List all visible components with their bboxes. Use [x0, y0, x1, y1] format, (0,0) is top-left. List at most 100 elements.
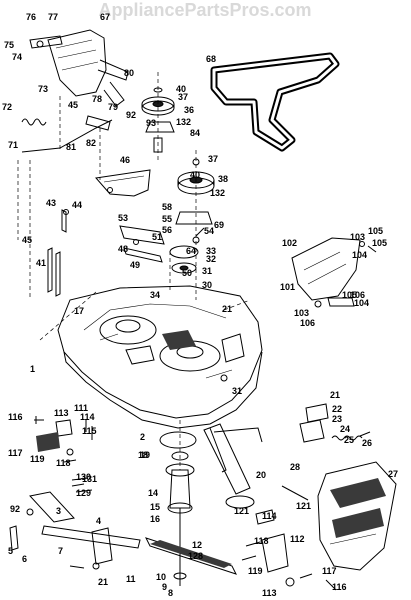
callout-73: 73	[38, 84, 48, 94]
callout-81: 81	[66, 142, 76, 152]
callout-129: 129	[76, 488, 91, 498]
callout-8: 8	[168, 588, 173, 598]
callout-130: 130	[76, 472, 91, 482]
callout-104: 104	[354, 298, 369, 308]
callout-21: 21	[98, 577, 108, 587]
callout-112: 112	[290, 534, 305, 544]
callout-84: 84	[190, 128, 200, 138]
callout-27: 27	[388, 469, 398, 479]
callout-44: 44	[72, 200, 82, 210]
callout-82: 82	[86, 138, 96, 148]
callout-33: 33	[206, 246, 216, 256]
callout-92: 92	[10, 504, 20, 514]
callout-58: 58	[162, 202, 172, 212]
callout-36: 36	[184, 105, 194, 115]
callout-74: 74	[12, 52, 22, 62]
callout-17: 17	[74, 306, 84, 316]
callout-31: 31	[202, 266, 212, 276]
idler-pulley-middle	[175, 150, 215, 300]
callout-37: 37	[178, 92, 188, 102]
callout-2: 2	[140, 432, 145, 442]
callout-93: 93	[146, 118, 156, 128]
callout-50: 50	[182, 268, 192, 278]
callout-105: 105	[372, 238, 387, 248]
callout-51: 51	[152, 232, 162, 242]
idler-pulley-upper	[141, 72, 175, 160]
rear-deck-bracket	[241, 509, 337, 591]
callout-79: 79	[108, 102, 118, 112]
callout-1: 1	[30, 364, 35, 374]
mower-deck-housing	[57, 285, 263, 429]
guide-line-top	[59, 96, 101, 180]
callout-6: 6	[22, 554, 27, 564]
guide-line-left	[17, 160, 31, 300]
mower-hanger-bracket	[95, 169, 151, 197]
callout-114: 114	[80, 412, 95, 422]
callout-38: 38	[218, 174, 228, 184]
anti-scalp-hardware	[34, 416, 93, 463]
callout-132: 132	[210, 188, 225, 198]
callout-118: 118	[254, 536, 269, 546]
callout-16: 16	[150, 514, 160, 524]
callout-102: 102	[282, 238, 297, 248]
callout-117: 117	[8, 448, 23, 458]
callout-118: 118	[56, 458, 71, 468]
callout-40: 40	[176, 84, 186, 94]
callout-41: 41	[36, 258, 46, 268]
callout-11: 11	[126, 574, 136, 584]
callout-19: 19	[140, 450, 150, 460]
callout-43: 43	[46, 198, 56, 208]
callout-40: 40	[190, 170, 200, 180]
callout-104: 104	[352, 250, 367, 260]
callout-75: 75	[4, 40, 14, 50]
lift-bracket-assembly	[29, 29, 129, 131]
callout-12: 12	[192, 540, 202, 550]
callout-113: 113	[262, 588, 277, 598]
callout-69: 69	[214, 220, 224, 230]
callout-28: 28	[290, 462, 300, 472]
callout-105: 105	[368, 226, 383, 236]
callout-132: 132	[176, 117, 191, 127]
callout-37: 37	[208, 154, 218, 164]
callout-76: 76	[26, 12, 36, 22]
callout-54: 54	[204, 226, 214, 236]
callout-56: 56	[162, 225, 172, 235]
callout-45: 45	[22, 235, 32, 245]
lift-rod-71	[21, 119, 113, 153]
callout-67: 67	[100, 12, 110, 22]
callout-5: 5	[8, 546, 13, 556]
callout-131: 131	[82, 474, 97, 484]
callout-34: 34	[150, 290, 160, 300]
callout-117: 117	[322, 566, 337, 576]
callout-116: 116	[8, 412, 23, 422]
callout-24: 24	[340, 424, 350, 434]
callout-119: 119	[248, 566, 263, 576]
callout-25: 25	[344, 435, 354, 445]
callout-21: 21	[330, 390, 340, 400]
callout-68: 68	[206, 54, 216, 64]
callout-3: 3	[56, 506, 61, 516]
callout-31: 31	[232, 386, 242, 396]
front-hanger-link	[9, 477, 141, 570]
callout-49: 49	[130, 260, 140, 270]
callout-77: 77	[48, 12, 58, 22]
callout-21: 21	[222, 304, 232, 314]
spring-72	[21, 118, 47, 126]
callout-114: 114	[262, 511, 277, 521]
callout-32: 32	[206, 254, 216, 264]
callout-121: 121	[296, 501, 311, 511]
callout-106: 106	[350, 290, 365, 300]
callout-71: 71	[8, 140, 18, 150]
callout-106: 106	[300, 318, 315, 328]
callout-72: 72	[2, 102, 12, 112]
callout-15: 15	[150, 502, 160, 512]
spindle-assembly	[159, 420, 197, 586]
callout-78: 78	[92, 94, 102, 104]
callout-119: 119	[30, 454, 45, 464]
callout-113: 113	[54, 408, 69, 418]
callout-103: 103	[294, 308, 309, 318]
callout-9: 9	[162, 582, 167, 592]
callout-111: 111	[74, 403, 88, 413]
callout-22: 22	[332, 404, 342, 414]
